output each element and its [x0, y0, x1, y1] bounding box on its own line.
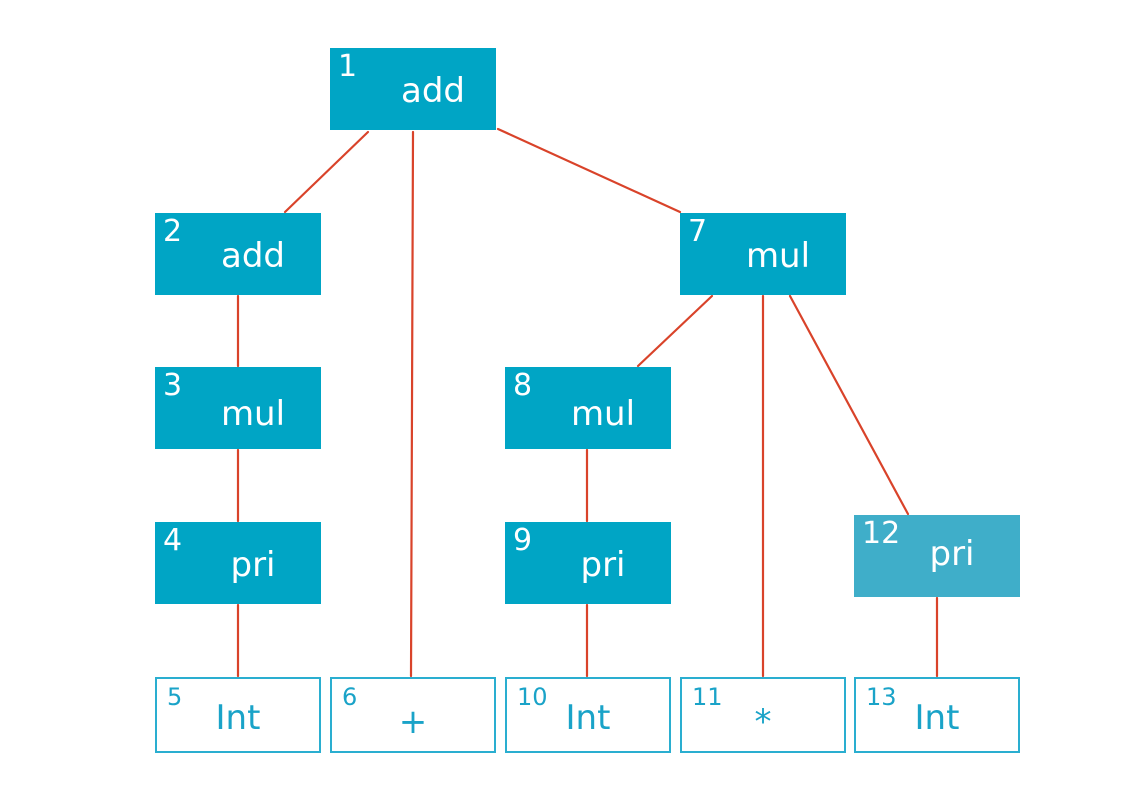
node-number: 8 — [513, 368, 533, 403]
node-label: mul — [220, 394, 286, 434]
node-number: 11 — [692, 683, 723, 711]
edge-7-8 — [636, 294, 714, 368]
node-label: pri — [580, 545, 626, 585]
node-number: 1 — [338, 49, 358, 84]
tree-leaf-10: 10 Int — [505, 677, 671, 753]
tree-node-8: 8 mul — [505, 367, 671, 449]
tree-node-12: 12 pri — [854, 515, 1020, 597]
tree-leaf-13: 13 Int — [854, 677, 1020, 753]
tree-leaf-11: 11 * — [680, 677, 846, 753]
edge-1-6 — [409, 130, 415, 678]
tree-node-9: 9 pri — [505, 522, 671, 604]
node-number: 3 — [163, 368, 183, 403]
node-label: add — [401, 71, 465, 111]
node-label: pri — [929, 534, 975, 574]
node-number: 6 — [342, 683, 358, 711]
node-label: pri — [230, 545, 276, 585]
edge-1-7 — [496, 127, 682, 214]
node-label: * — [754, 702, 772, 742]
tree-leaf-6: 6 + — [330, 677, 496, 753]
tree-node-2: 2 add — [155, 213, 321, 295]
tree-node-7: 7 mul — [680, 213, 846, 295]
node-number: 5 — [167, 683, 183, 711]
node-label: Int — [914, 698, 960, 738]
node-number: 13 — [866, 683, 897, 711]
node-number: 7 — [688, 214, 708, 249]
node-number: 2 — [163, 214, 183, 249]
edge-7-12 — [788, 294, 910, 516]
node-number: 4 — [163, 523, 183, 558]
node-label: + — [398, 702, 428, 742]
node-label: Int — [215, 698, 261, 738]
node-label: add — [221, 236, 285, 276]
tree-node-1: 1 add — [330, 48, 496, 130]
node-label: mul — [745, 236, 811, 276]
edge-1-2 — [283, 130, 370, 214]
node-label: Int — [565, 698, 611, 738]
node-number: 10 — [517, 683, 548, 711]
tree-leaf-5: 5 Int — [155, 677, 321, 753]
tree-node-3: 3 mul — [155, 367, 321, 449]
node-number: 9 — [513, 523, 533, 558]
tree-node-4: 4 pri — [155, 522, 321, 604]
node-number: 12 — [862, 516, 901, 551]
node-label: mul — [570, 394, 636, 434]
